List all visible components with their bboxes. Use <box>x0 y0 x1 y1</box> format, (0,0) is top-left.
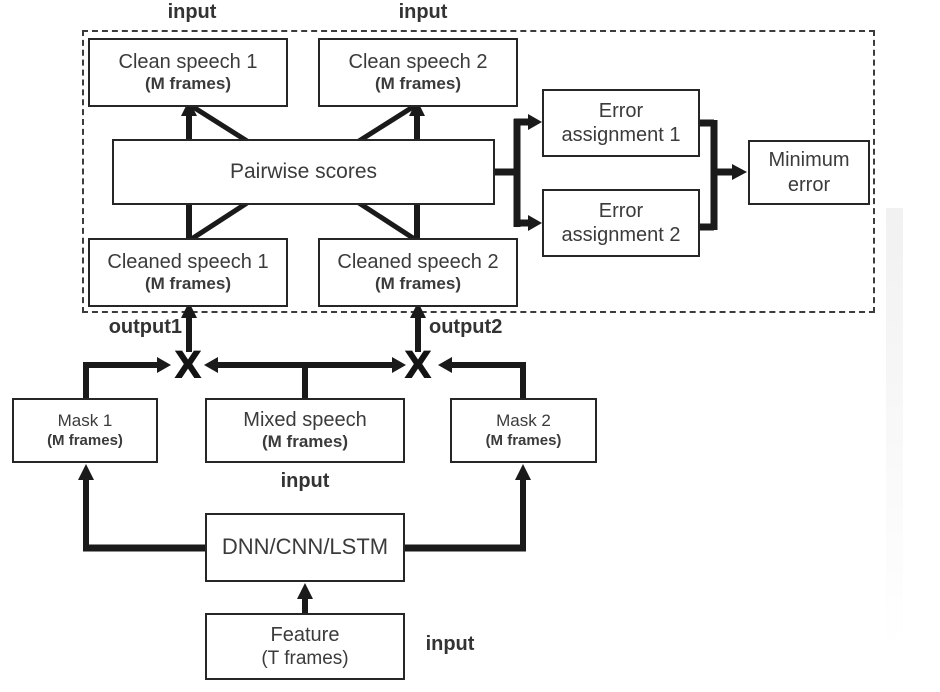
box-subtitle: (M frames) <box>47 431 123 449</box>
box-subtitle: (T frames) <box>261 648 349 670</box>
arrowhead-up-into-clean-speech-1 <box>181 100 197 116</box>
box-title: Error <box>598 99 644 122</box>
wire-pairwise-to-error-assignments <box>493 114 542 231</box>
arrowhead-up-into-network <box>297 583 313 599</box>
box-clean-speech-1: Clean speech 1 (M frames) <box>88 38 288 107</box>
wire-network-to-mask1 <box>78 464 205 552</box>
multiply-sign-1: X <box>173 344 203 387</box>
box-clean-speech-2: Clean speech 2 (M frames) <box>318 38 518 107</box>
label-output1: output1 <box>108 316 182 338</box>
box-error-assignment-1: Error assignment 1 <box>542 89 700 157</box>
box-mask-2: Mask 2 (M frames) <box>450 398 597 463</box>
arrowhead-up-into-mask2 <box>515 464 531 480</box>
box-title: Cleaned speech 1 <box>107 250 269 273</box>
box-mixed-speech: Mixed speech (M frames) <box>205 398 405 463</box>
box-title2: assignment 1 <box>561 124 681 146</box>
label-input-top-left: input <box>167 1 217 23</box>
box-subtitle: (M frames) <box>262 432 348 452</box>
box-subtitle: (M frames) <box>485 431 562 449</box>
wire-multiply2-to-cleaned-speech-2 <box>410 302 426 352</box>
wire-mask1-to-multiply1 <box>83 357 171 399</box>
box-subtitle: (M frames) <box>145 74 231 94</box>
box-cleaned-speech-1: Cleaned speech 1 (M frames) <box>88 238 288 307</box>
box-title: Mask 1 <box>57 410 113 430</box>
box-error-assignment-2: Error assignment 2 <box>542 189 700 257</box>
arrowhead-up-into-mask1 <box>78 464 94 480</box>
label-input-top-right: input <box>398 1 448 23</box>
multiply-sign-2: X <box>403 344 433 387</box>
box-pairwise-scores: Pairwise scores <box>112 139 495 205</box>
box-network: DNN/CNN/LSTM <box>205 513 405 582</box>
arrowhead-right-into-multiply2 <box>392 357 406 373</box>
box-title: Cleaned speech 2 <box>337 250 499 273</box>
label-input-mixed: input <box>280 470 330 492</box>
box-title: Clean speech 2 <box>348 50 488 73</box>
box-subtitle: (M frames) <box>145 274 231 294</box>
wire-feature-to-network <box>297 583 313 614</box>
arrowhead-left-into-multiply2 <box>438 357 452 373</box>
wire-multiply1-to-cleaned-speech-1 <box>181 302 197 352</box>
label-input-feature: input <box>425 633 475 655</box>
box-title2: assignment 2 <box>561 224 681 246</box>
box-subtitle: (M frames) <box>375 74 461 94</box>
wire-error-assignments-to-minimum-error <box>700 119 747 231</box>
box-title: Feature <box>270 623 340 646</box>
arrowhead-up-into-cleaned-speech-1 <box>181 302 197 318</box>
box-feature: Feature (T frames) <box>205 613 405 680</box>
box-title2: error <box>787 173 831 196</box>
arrowhead-into-minimum-error <box>732 164 747 180</box>
arrowhead-up-into-clean-speech-2 <box>409 100 425 116</box>
box-cleaned-speech-2: Cleaned speech 2 (M frames) <box>318 238 518 307</box>
page-edge-shadow <box>886 208 903 653</box>
box-title: Error <box>598 199 644 222</box>
dashed-border-frame <box>82 30 875 313</box>
arrowhead-up-into-cleaned-speech-2 <box>410 302 426 318</box>
box-mask-1: Mask 1 (M frames) <box>12 398 158 463</box>
box-subtitle: (M frames) <box>375 274 461 294</box>
box-title: Minimum <box>768 149 850 172</box>
arrowhead-right-into-multiply1 <box>157 357 171 373</box>
wire-network-to-mask2 <box>405 464 531 552</box>
box-title: Mask 2 <box>496 410 551 430</box>
wire-mixed-speech-to-multiplies <box>204 357 406 399</box>
box-title: Pairwise scores <box>229 160 378 184</box>
box-title: Clean speech 1 <box>118 50 258 73</box>
label-output2: output2 <box>429 316 503 338</box>
wire-mask2-to-multiply2 <box>438 357 526 399</box>
arrowhead-left-into-multiply1 <box>204 357 218 373</box>
box-title: DNN/CNN/LSTM <box>221 534 389 560</box>
arrowhead-into-error-assignment-1 <box>528 114 542 130</box>
arrowhead-into-error-assignment-2 <box>528 215 542 231</box>
box-title: Mixed speech <box>243 408 367 431</box>
box-minimum-error: Minimum error <box>748 140 870 205</box>
